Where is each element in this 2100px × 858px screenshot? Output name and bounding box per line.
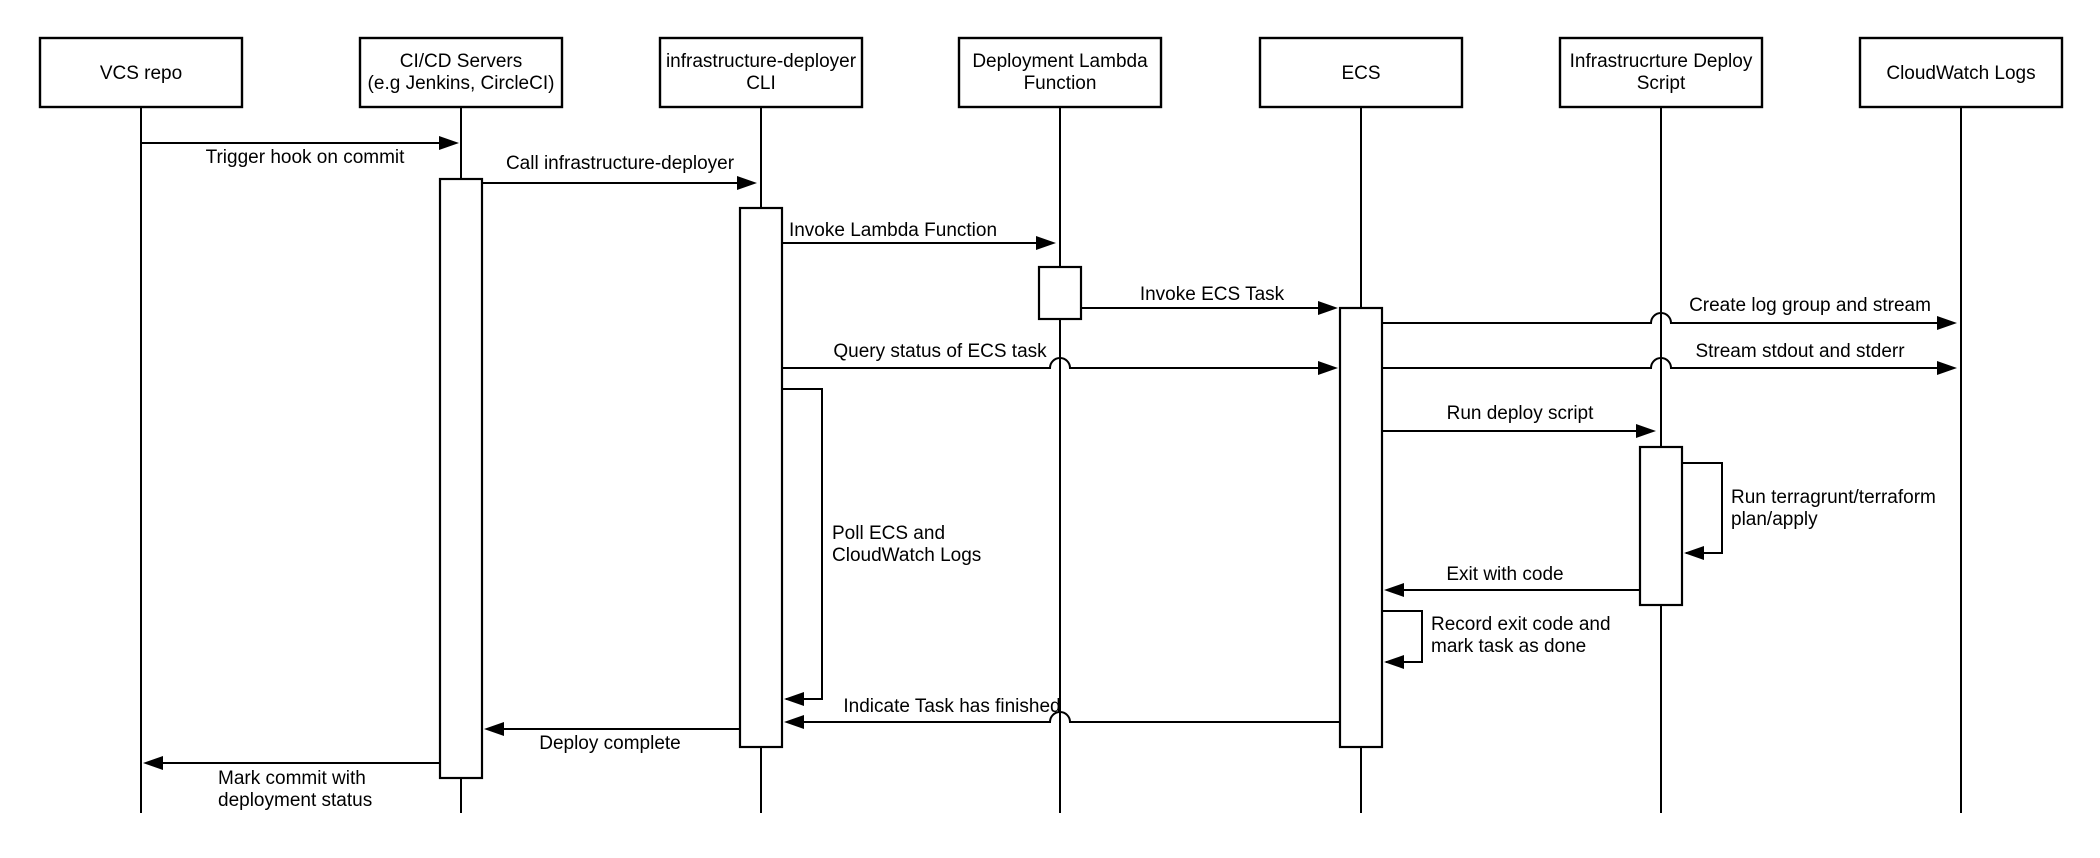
arrowhead-icon (1318, 361, 1338, 375)
message-invoke-ecs-task: Invoke ECS Task (1081, 284, 1338, 315)
message-line (782, 357, 1334, 369)
message-label: Query status of ECS task (833, 341, 1047, 362)
arrowhead-icon (439, 136, 459, 150)
message-label: Run deploy script (1447, 403, 1595, 424)
arrowhead-icon (1384, 583, 1404, 597)
actor-box-vcs-repo (38, 36, 244, 109)
activation-bar-ecs (1338, 306, 1384, 749)
arrowhead-icon (484, 722, 504, 736)
message-label: Invoke Lambda Function (789, 220, 997, 241)
actor-label: ECS (1341, 63, 1380, 84)
message-exit-with-code: Exit with code (1384, 564, 1640, 597)
message-query-status-of-ecs-task: Query status of ECS task (782, 341, 1338, 375)
arrowhead-icon (1636, 424, 1656, 438)
arrowhead-icon (1036, 236, 1056, 250)
activation-bar-infrastructure-deploy-script (1638, 445, 1684, 607)
message-label: Exit with code (1446, 564, 1563, 585)
message-label: Invoke ECS Task (1140, 284, 1285, 305)
message-line (1382, 357, 1953, 369)
actor-label: Script (1637, 73, 1686, 94)
arrowhead-icon (1684, 546, 1704, 560)
activation-bar-cicd-servers (438, 177, 484, 780)
message-label: Run terragrunt/terraform (1731, 487, 1936, 508)
message-label: Poll ECS and (832, 523, 945, 544)
actor-ecs: ECS (1258, 36, 1464, 109)
message-label: plan/apply (1731, 509, 1818, 530)
actor-cicd-servers: CI/CD Servers(e.g Jenkins, CircleCI) (358, 36, 564, 109)
message-line (1382, 312, 1953, 324)
message-label: Indicate Task has finished (843, 696, 1060, 717)
actor-label: CI/CD Servers (400, 51, 522, 72)
message-label: mark task as done (1431, 636, 1586, 657)
arrowhead-icon (1937, 361, 1957, 375)
arrowhead-icon (143, 756, 163, 770)
message-label: Create log group and stream (1689, 295, 1931, 316)
message-trigger-hook-on-commit: Trigger hook on commit (141, 136, 459, 168)
message-stream-stdout-and-stderr: Stream stdout and stderr (1382, 341, 1957, 375)
message-label: Call infrastructure-deployer (506, 153, 735, 174)
self-message-line (1382, 610, 1423, 663)
arrowhead-icon (1384, 655, 1404, 669)
actor-label: CloudWatch Logs (1886, 63, 2035, 84)
activation-bar-deployment-lambda-function (1037, 265, 1083, 321)
message-label: Mark commit with (218, 768, 366, 789)
actor-label: infrastructure-deployer (666, 51, 857, 72)
message-create-log-group-and-stream: Create log group and stream (1382, 295, 1957, 330)
arrowhead-icon (784, 692, 804, 706)
actor-vcs-repo: VCS repo (38, 36, 244, 109)
self-message-line (1682, 462, 1723, 554)
actor-box-ecs (1258, 36, 1464, 109)
actor-box-deployment-lambda-function (957, 36, 1163, 109)
actor-label: Deployment Lambda (972, 51, 1148, 72)
actor-box-cicd-servers (358, 36, 564, 109)
actor-label: Function (1024, 73, 1097, 94)
actor-box-infrastructure-deploy-script (1558, 36, 1764, 109)
actor-label: (e.g Jenkins, CircleCI) (368, 73, 555, 94)
message-call-infrastructure-deployer: Call infrastructure-deployer (482, 153, 757, 190)
arrowhead-icon (1937, 316, 1957, 330)
message-invoke-lambda-function: Invoke Lambda Function (782, 220, 1056, 250)
message-run-deploy-script: Run deploy script (1382, 403, 1656, 438)
arrowhead-icon (784, 715, 804, 729)
message-label: Deploy complete (539, 733, 681, 754)
message-label: Stream stdout and stderr (1695, 341, 1905, 362)
message-label: Record exit code and (1431, 614, 1611, 635)
activation-bar-infrastructure-deployer-cli (738, 206, 784, 749)
message-label: CloudWatch Logs (832, 545, 981, 566)
self-message-line (782, 388, 823, 700)
message-indicate-task-has-finished: Indicate Task has finished (784, 696, 1340, 729)
message-line (788, 711, 1340, 723)
message-label: deployment status (218, 790, 372, 811)
actor-label: VCS repo (100, 63, 182, 84)
message-deploy-complete: Deploy complete (484, 722, 740, 754)
arrowhead-icon (737, 176, 757, 190)
actor-label: Infrastrucrture Deploy (1570, 51, 1753, 72)
message-label: Trigger hook on commit (206, 147, 406, 168)
actor-label: CLI (746, 73, 776, 94)
actor-box-cloudwatch-logs (1858, 36, 2064, 109)
actor-cloudwatch-logs: CloudWatch Logs (1858, 36, 2064, 109)
actor-box-infrastructure-deployer-cli (658, 36, 864, 109)
arrowhead-icon (1318, 301, 1338, 315)
